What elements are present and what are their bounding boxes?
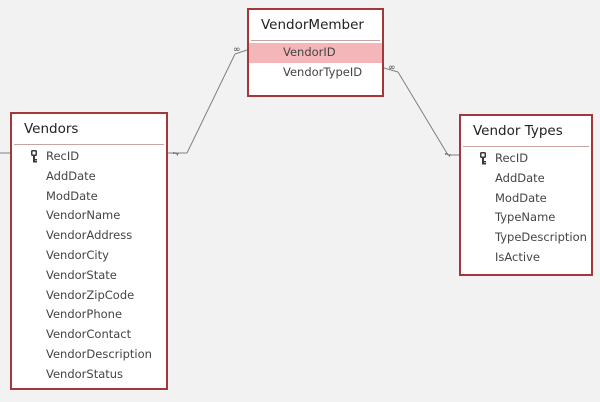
relationship-line-member-types-diagonal[interactable] bbox=[397, 71, 449, 156]
field-vendor-contact[interactable]: VendorContact bbox=[46, 327, 132, 342]
field-is-active[interactable]: IsActive bbox=[495, 249, 540, 264]
field-vendor-name[interactable]: VendorName bbox=[46, 208, 121, 223]
field-vendor-phone[interactable]: VendorPhone bbox=[46, 307, 123, 322]
field-vendor-type-id[interactable]: VendorTypeID bbox=[283, 64, 363, 79]
relationship-one-label-2: 1 bbox=[444, 151, 453, 158]
field-rec-id[interactable]: RecID bbox=[12, 147, 166, 167]
table-vendor-types[interactable]: Vendor Types RecID AddDate ModDate TypeN… bbox=[459, 114, 593, 276]
field-mod-date[interactable]: ModDate bbox=[46, 188, 98, 203]
field-list: RecID AddDate ModDate TypeName TypeDescr… bbox=[461, 147, 591, 268]
relationship-many-label-2: ∞ bbox=[388, 63, 396, 73]
key-icon bbox=[31, 150, 37, 163]
relationship-one-label: 1 bbox=[172, 150, 181, 157]
relationship-line-member-types[interactable] bbox=[383, 67, 399, 73]
field-label: RecID bbox=[46, 149, 80, 163]
field-vendor-description[interactable]: VendorDescription bbox=[46, 346, 152, 361]
table-title[interactable]: VendorMember bbox=[251, 10, 380, 41]
table-vendor-member[interactable]: VendorMember VendorID VendorTypeID bbox=[247, 8, 384, 97]
table-title[interactable]: Vendors bbox=[14, 114, 164, 145]
field-rec-id[interactable]: RecID bbox=[461, 149, 591, 169]
field-vendor-address[interactable]: VendorAddress bbox=[46, 228, 133, 243]
field-vendor-state[interactable]: VendorState bbox=[46, 267, 117, 282]
field-type-name[interactable]: TypeName bbox=[495, 210, 556, 225]
field-vendor-id[interactable]: VendorID bbox=[249, 43, 382, 63]
field-vendor-zip-code[interactable]: VendorZipCode bbox=[46, 287, 135, 302]
field-add-date[interactable]: AddDate bbox=[46, 168, 96, 183]
field-vendor-city[interactable]: VendorCity bbox=[46, 247, 109, 262]
relationship-many-label: ∞ bbox=[233, 45, 241, 55]
relationship-line-vendors-member-end[interactable] bbox=[234, 49, 248, 55]
field-list: VendorID VendorTypeID bbox=[249, 41, 382, 83]
table-vendors[interactable]: Vendors RecID AddDate ModDate VendorName… bbox=[10, 112, 168, 390]
relationship-line-vendors-member-diagonal[interactable] bbox=[186, 53, 236, 154]
field-add-date[interactable]: AddDate bbox=[495, 170, 545, 185]
field-label: RecID bbox=[495, 151, 529, 165]
field-list: RecID AddDate ModDate VendorName VendorA… bbox=[12, 145, 166, 385]
table-title[interactable]: Vendor Types bbox=[463, 116, 589, 147]
field-mod-date[interactable]: ModDate bbox=[495, 190, 547, 205]
field-type-description[interactable]: TypeDescription bbox=[495, 230, 587, 245]
field-vendor-status[interactable]: VendorStatus bbox=[46, 366, 124, 381]
key-icon bbox=[480, 152, 486, 165]
